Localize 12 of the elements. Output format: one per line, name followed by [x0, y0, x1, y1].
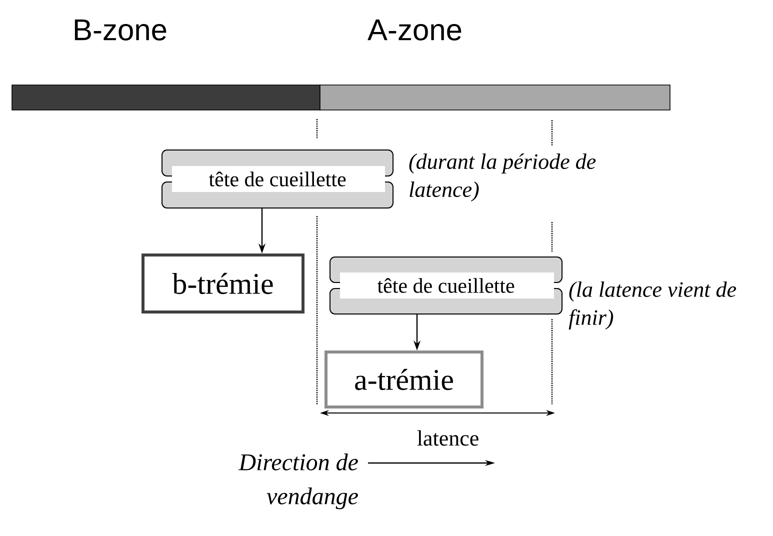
dimension-label: latence	[417, 430, 478, 446]
hopper-box: a-trémie	[324, 350, 484, 408]
zone-bar: A-zone	[320, 20, 670, 110]
picking-head: tête de cueillette	[330, 256, 562, 314]
zone-bar: B-zone	[12, 20, 320, 110]
picking-head: tête de cueillette	[162, 150, 394, 208]
node-label: B-zone	[74, 20, 166, 40]
note: (la latence vient de finir)	[568, 282, 736, 330]
node-label: A-zone	[368, 20, 462, 40]
direction-label: Direction de vendange	[238, 454, 358, 510]
hopper-box: b-trémie	[142, 254, 304, 314]
note: (durant la période de latence)	[409, 154, 596, 202]
